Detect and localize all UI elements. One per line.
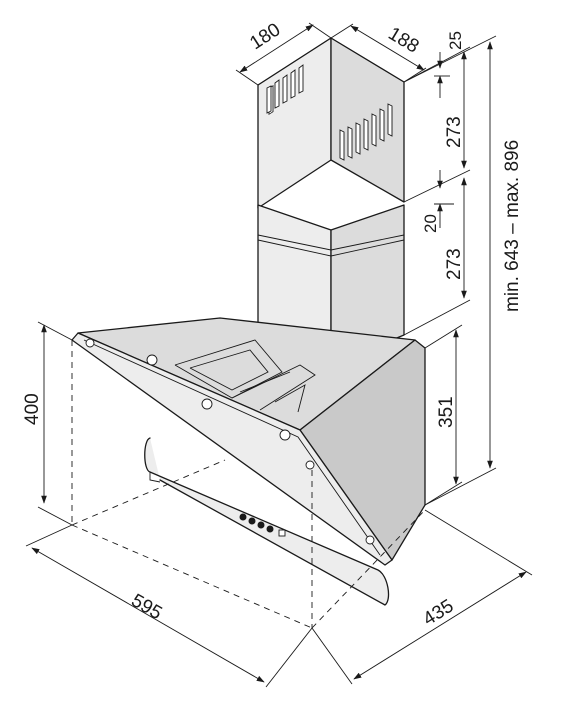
control-button-4[interactable] [266,525,274,533]
floor-projection [71,340,426,629]
dim-hood-side-height-label: 351 [436,396,457,428]
hood-side-panel [299,339,426,561]
dim-hood-depth [311,509,533,685]
dim-total-height [403,35,497,506]
upper-chimney-side-face [330,37,405,203]
upper-chimney-front-face [257,37,332,209]
lower-chimney [257,204,405,366]
dim-hood-width [25,524,313,688]
dim-upper-chimney-label: 273 [444,116,465,148]
dim-hood-front-height [37,321,73,526]
dim-chimney-depth-label: 188 [384,23,422,57]
dim-hood-side-height [424,324,463,506]
hood-canopy [71,317,426,606]
dim-overlap-label: 20 [421,214,440,233]
dim-total-height-label: min. 643 – max. 896 [502,140,523,312]
dim-hood-width-label: 595 [128,590,166,624]
dim-hood-depth-label: 435 [420,596,458,631]
dim-lower-chimney-label: 273 [444,248,465,280]
dim-lower-chimney [403,177,471,336]
dim-top-gap-label: 25 [446,31,465,50]
vent-slots [266,64,393,161]
dim-overlap [434,170,454,228]
control-buttons [239,513,286,537]
dim-chimney-width-label: 180 [246,19,284,54]
dim-top-gap [434,52,450,98]
dim-hood-front-height-label: 400 [22,393,43,425]
control-button-2[interactable] [248,517,256,525]
control-button-1[interactable] [239,513,247,521]
dim-chimney-width [235,22,332,86]
hinges [85,338,375,545]
control-indicator [278,529,286,537]
control-button-3[interactable] [257,521,265,529]
upper-chimney [257,37,405,209]
hood-top-brackets [174,339,316,413]
